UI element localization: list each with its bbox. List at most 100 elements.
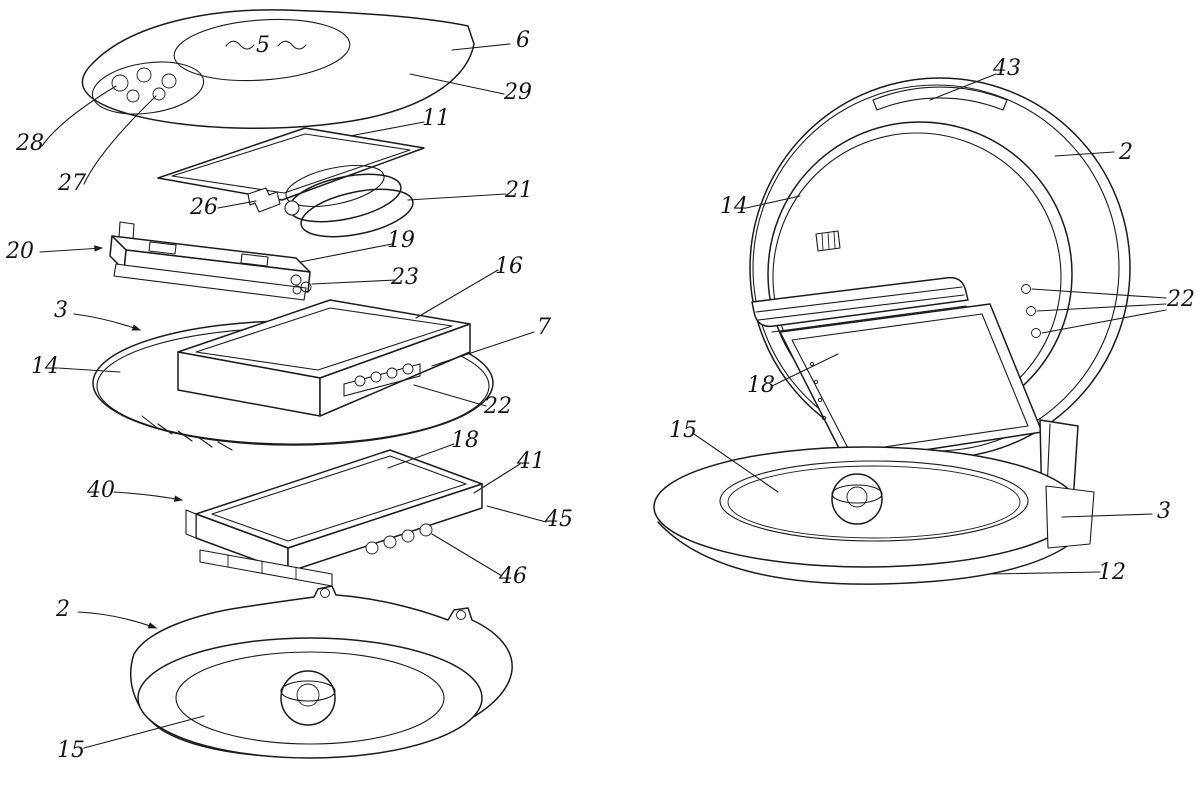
leader-12: [989, 571, 1101, 575]
ref-label-7: 7: [537, 315, 551, 340]
leader-26: [217, 200, 257, 209]
leader-46: [431, 533, 503, 577]
base-platter-face: [727, 465, 1021, 539]
cover-hole-1: [111, 74, 129, 92]
cover-hole-3: [161, 73, 177, 89]
lid-slot: [872, 86, 1008, 111]
base-tray-edge: [657, 521, 1081, 585]
ref-label-16: 16: [495, 254, 523, 279]
ebox-pin-3: [386, 367, 398, 379]
squiggle-right-icon: [277, 40, 307, 50]
base-tab-hole-1: [320, 588, 330, 598]
roller-1: [365, 541, 379, 555]
leader-16: [415, 269, 499, 319]
coil-end-nub: [284, 200, 300, 216]
printhead-bar-line-1: [755, 286, 963, 313]
assembled-base: [653, 446, 1095, 585]
media-cartridge: [185, 449, 483, 587]
ref-label-40: 40: [86, 478, 115, 503]
leader-7: [431, 331, 535, 367]
cartridge-top-inset: [211, 455, 467, 542]
leader-14-left: [57, 367, 121, 373]
printhead-bar-shadow: [771, 305, 967, 333]
ref-label-19: 19: [387, 228, 415, 253]
ref-label-22-right: 22: [1166, 287, 1195, 312]
ebox-pin-1: [354, 375, 366, 387]
ref-label-15-right: 15: [669, 418, 697, 443]
squiggle-left-icon: [225, 40, 255, 50]
leader-23: [311, 279, 397, 285]
cover-hole-5: [126, 89, 140, 103]
ebox-pin-4: [402, 363, 414, 375]
ref-label-20: 20: [5, 239, 34, 264]
coil-loop-2: [300, 188, 414, 238]
platter-slot-4: [197, 436, 213, 448]
leader-29: [409, 73, 505, 95]
cover-hole-plate: [91, 61, 205, 115]
panel-dot-2: [813, 379, 819, 385]
arrow-40: [113, 491, 184, 502]
ref-label-18-right: 18: [747, 373, 775, 398]
base-tab-hole-2: [456, 610, 466, 620]
top-cover: [81, 9, 475, 129]
platter-slot-1: [141, 415, 157, 428]
printhead-bar-line-2: [757, 294, 965, 321]
ref-label-3-left: 3: [54, 298, 68, 323]
roller-4: [419, 523, 433, 537]
base-platter-inner: [175, 651, 445, 745]
base-hub-outer: [280, 670, 336, 726]
printhead-clip-2: [240, 253, 269, 267]
platter-slot-5: [217, 441, 233, 451]
roller-3: [401, 529, 415, 543]
fig-left-exploded: [81, 9, 513, 759]
ref-label-15-left: 15: [57, 738, 85, 763]
hub-top: [831, 484, 883, 504]
ref-label-26: 26: [189, 195, 218, 220]
ref-label-28: 28: [15, 131, 44, 156]
base-hub-top: [280, 680, 336, 702]
leader-41: [473, 463, 521, 494]
cartridge-right-face: [287, 483, 483, 573]
ref-label-5: 5: [256, 33, 270, 58]
reference-numerals: 5 6 29 11 21 26 28 27 20 19 23 16 7 3 14…: [5, 28, 1195, 763]
cover-hole-2: [136, 67, 152, 83]
base-tray: [130, 585, 513, 759]
chassis-platter: [92, 299, 494, 451]
flex-sheet: [157, 127, 425, 213]
printhead-assembly: [109, 221, 312, 301]
panel-dot-1: [809, 361, 815, 367]
leader-19: [299, 243, 393, 263]
ref-label-22-left: 22: [483, 394, 512, 419]
leader-22-right-1: [1031, 288, 1167, 299]
panel-inner-border: [791, 313, 1029, 453]
contact-3: [1031, 328, 1041, 338]
arrow-3-left: [73, 313, 142, 331]
arrow-2-left: [77, 611, 158, 629]
cover-hole-4: [152, 87, 166, 101]
hub-outer: [831, 473, 883, 525]
ref-label-45: 45: [544, 507, 573, 532]
cover-outline: [81, 9, 475, 129]
printhead-base-plate: [113, 263, 307, 301]
platter-slot-3: [177, 430, 193, 442]
ebox-top-inset: [195, 307, 453, 371]
sheet-tab: [247, 187, 281, 213]
ref-label-6: 6: [516, 28, 530, 53]
contact-1: [1021, 284, 1031, 294]
arrow-20: [39, 245, 104, 253]
leader-14-right: [745, 195, 801, 209]
contact-2: [1026, 306, 1036, 316]
base-ring-inner: [719, 460, 1029, 542]
leader-22-right-3: [1041, 309, 1167, 334]
leader-lines: [39, 43, 1167, 749]
tilted-printhead-panel: [751, 230, 1043, 463]
ref-label-11: 11: [422, 106, 450, 131]
ref-label-43: 43: [992, 56, 1021, 81]
ref-label-18-left: 18: [451, 428, 479, 453]
leader-22-right-2: [1036, 303, 1167, 312]
printhead-port-1: [290, 274, 302, 286]
ebox-pin-2: [370, 371, 382, 383]
printhead-port-2: [300, 281, 312, 293]
ref-label-23: 23: [390, 265, 419, 290]
